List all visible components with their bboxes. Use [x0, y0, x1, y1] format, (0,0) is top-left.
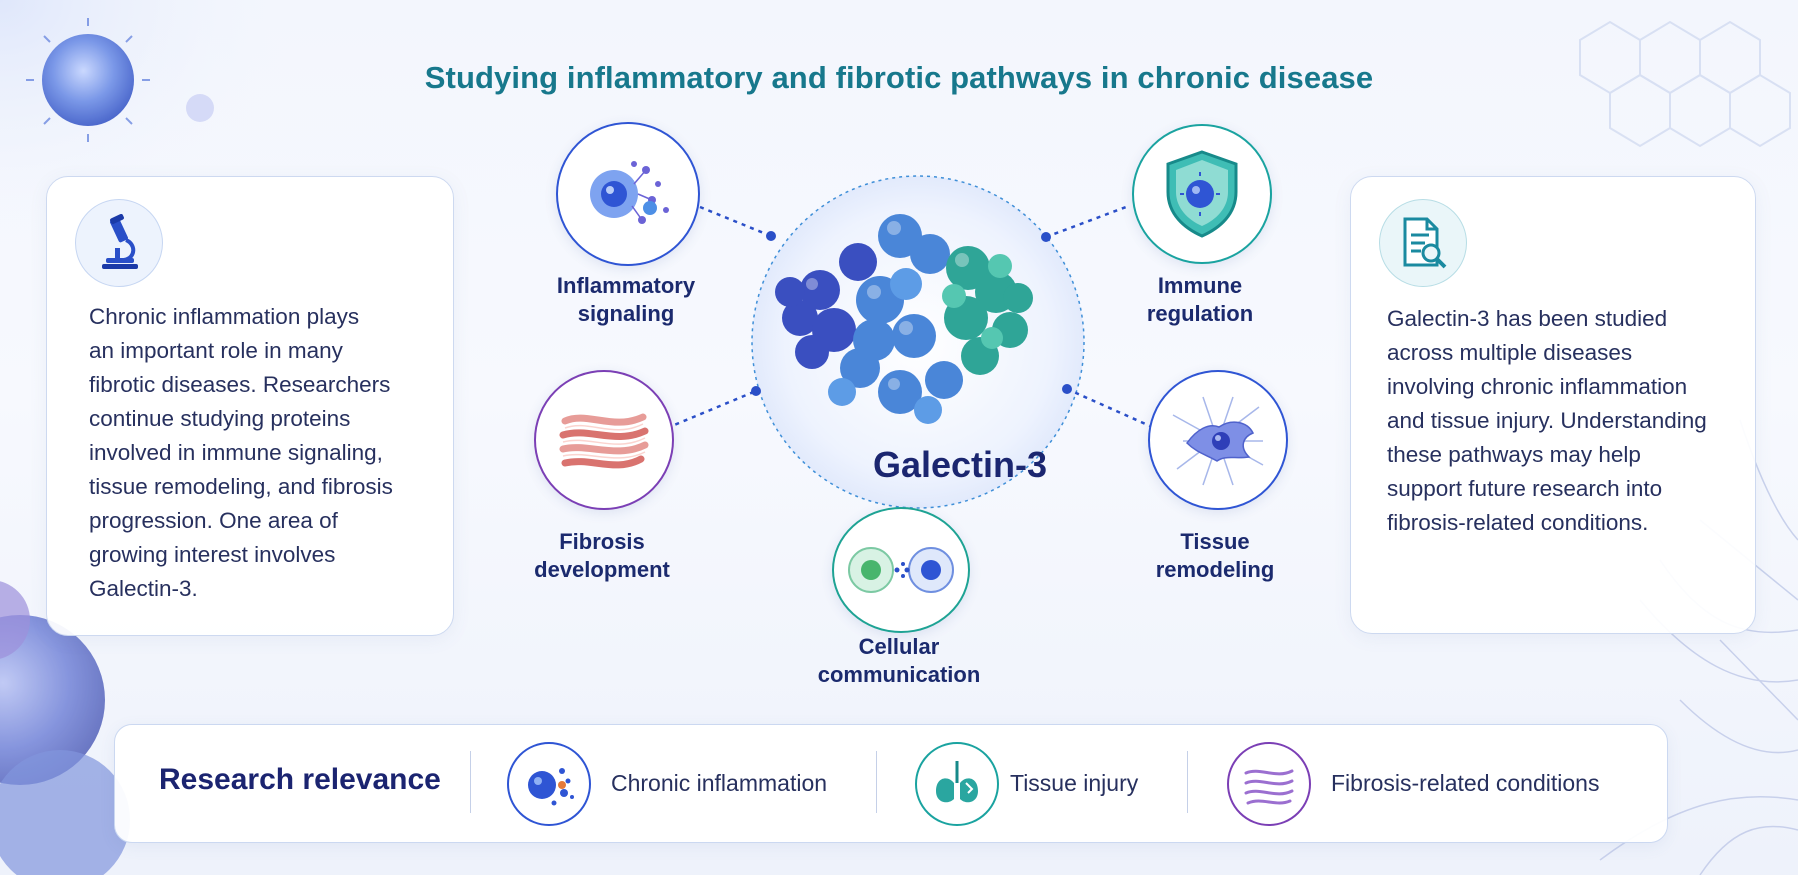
inflammation-cell-icon [507, 742, 591, 826]
summary-text: Galectin-3 has been studied across multi… [1387, 302, 1737, 540]
intro-line: an important role in many [89, 338, 343, 363]
bar-divider [1187, 751, 1188, 813]
cellular-label: Cellular communication [799, 633, 999, 689]
intro-line: growing interest involves [89, 542, 336, 567]
immune-cell-icon [590, 161, 669, 224]
fibrosis-layers-icon [1227, 742, 1311, 826]
document-search-icon [1379, 199, 1467, 287]
immune-label-line1: Immune [1157, 273, 1243, 298]
intro-panel: Chronic inflammation plays an important … [46, 176, 454, 636]
inflammatory-label-line1: Inflammatory [556, 273, 696, 298]
microscope-icon [75, 199, 163, 287]
page-title: Studying inflammatory and fibrotic pathw… [424, 60, 1374, 95]
fibrosis-node [534, 370, 674, 510]
summary-line: and tissue injury. Understanding [1387, 408, 1707, 433]
virus-particle-icon [26, 18, 214, 142]
summary-panel: Galectin-3 has been studied across multi… [1350, 176, 1756, 634]
protein-structure-icon [775, 214, 1033, 424]
fibrosis-label-line2: development [534, 557, 670, 582]
intro-line: Galectin-3. [89, 576, 198, 601]
summary-line: fibrosis-related conditions. [1387, 510, 1649, 535]
fibrosis-label: Fibrosis development [502, 528, 702, 584]
cellular-node [832, 507, 970, 633]
summary-line: support future research into [1387, 476, 1663, 501]
tissue-node [1148, 370, 1288, 510]
tissue-label-line1: Tissue [1180, 529, 1250, 554]
connector-dots [751, 231, 1072, 396]
bar-divider [470, 751, 471, 813]
shield-cell-icon [1166, 150, 1238, 238]
summary-line: Galectin-3 has been studied [1387, 306, 1668, 331]
intro-line: continue studying proteins [89, 406, 351, 431]
immune-label-line2: regulation [1146, 301, 1254, 326]
inflammatory-label-line2: signaling [577, 301, 675, 326]
summary-line: these pathways may help [1387, 442, 1641, 467]
cell-communication-icon [848, 547, 954, 593]
summary-line: across multiple diseases [1387, 340, 1633, 365]
bar-divider [876, 751, 877, 813]
tissue-label: Tissue remodeling [1115, 528, 1315, 584]
intro-line: Chronic inflammation plays [89, 304, 360, 329]
intro-line: progression. One area of [89, 508, 338, 533]
remodeling-cell-icon [1172, 396, 1264, 486]
fibrous-tissue-icon [559, 413, 649, 469]
inflammatory-node [556, 122, 700, 266]
summary-line: involving chronic inflammation [1387, 374, 1688, 399]
inflammatory-label: Inflammatory signaling [526, 272, 726, 328]
fibrosis-label-line1: Fibrosis [559, 529, 645, 554]
tissue-label-line2: remodeling [1155, 557, 1275, 582]
immune-node [1132, 124, 1272, 264]
intro-line: tissue remodeling, and fibrosis [89, 474, 393, 499]
bar-label-fibrosis-conditions: Fibrosis-related conditions [1331, 770, 1600, 796]
intro-line: fibrotic diseases. Researchers [89, 372, 391, 397]
research-relevance-bar: Research relevance Chronic inflammation … [114, 724, 1668, 843]
intro-line: involved in immune signaling, [89, 440, 383, 465]
bar-label-tissue-injury: Tissue injury [1010, 770, 1139, 796]
lung-injury-icon [915, 742, 999, 826]
galectin-label: Galectin-3 [872, 444, 1048, 485]
immune-label: Immune regulation [1100, 272, 1300, 328]
intro-text: Chronic inflammation plays an important … [89, 300, 434, 606]
cellular-label-line2: communication [817, 662, 981, 687]
cellular-label-line1: Cellular [858, 634, 940, 659]
bar-label-chronic-inflammation: Chronic inflammation [611, 770, 828, 796]
research-relevance-title: Research relevance [159, 763, 441, 796]
